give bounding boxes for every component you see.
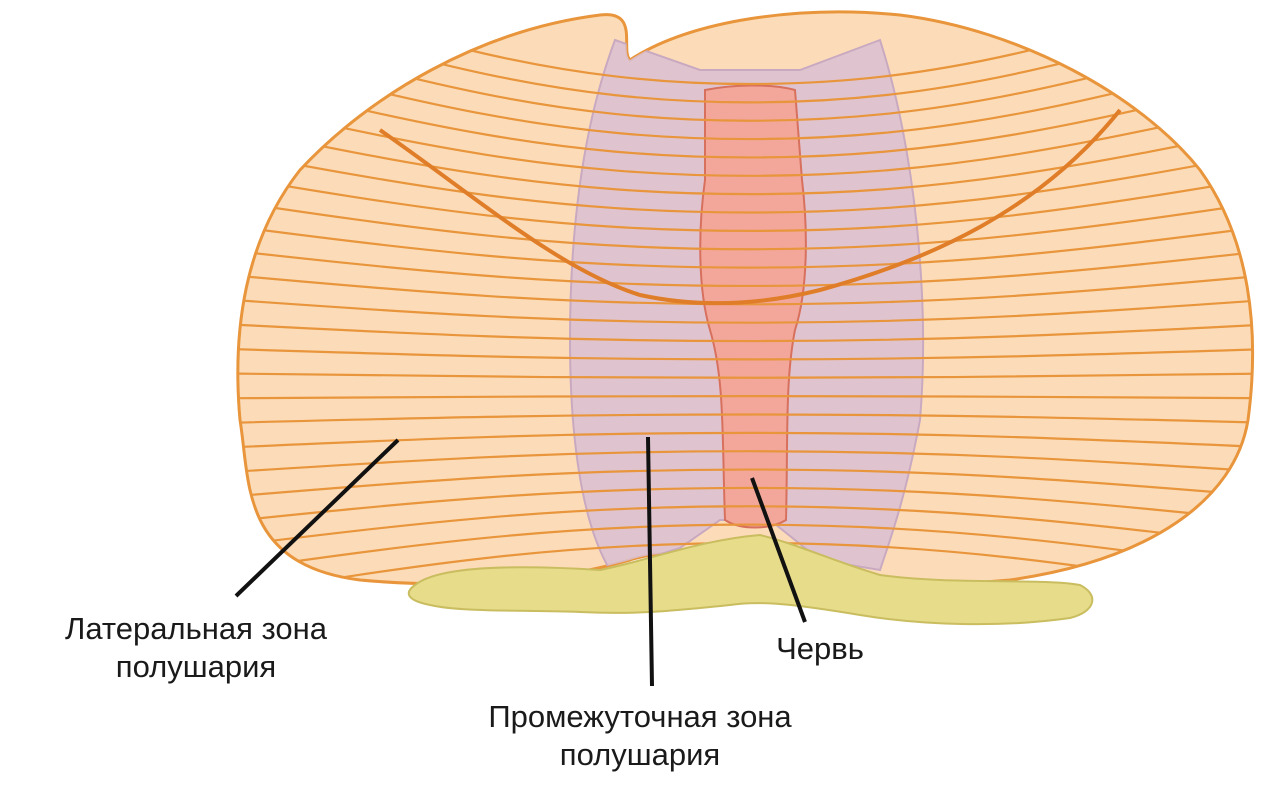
label-intermediate-line2: полушария: [400, 736, 880, 774]
label-intermediate-line1: Промежуточная зона: [400, 698, 880, 736]
label-vermis: Червь: [745, 630, 895, 668]
label-lateral-zone: Латеральная зона полушария: [6, 610, 386, 686]
label-lateral-line2: полушария: [6, 648, 386, 686]
label-lateral-line1: Латеральная зона: [6, 610, 386, 648]
label-vermis-text: Червь: [745, 630, 895, 668]
label-intermediate-zone: Промежуточная зона полушария: [400, 698, 880, 774]
